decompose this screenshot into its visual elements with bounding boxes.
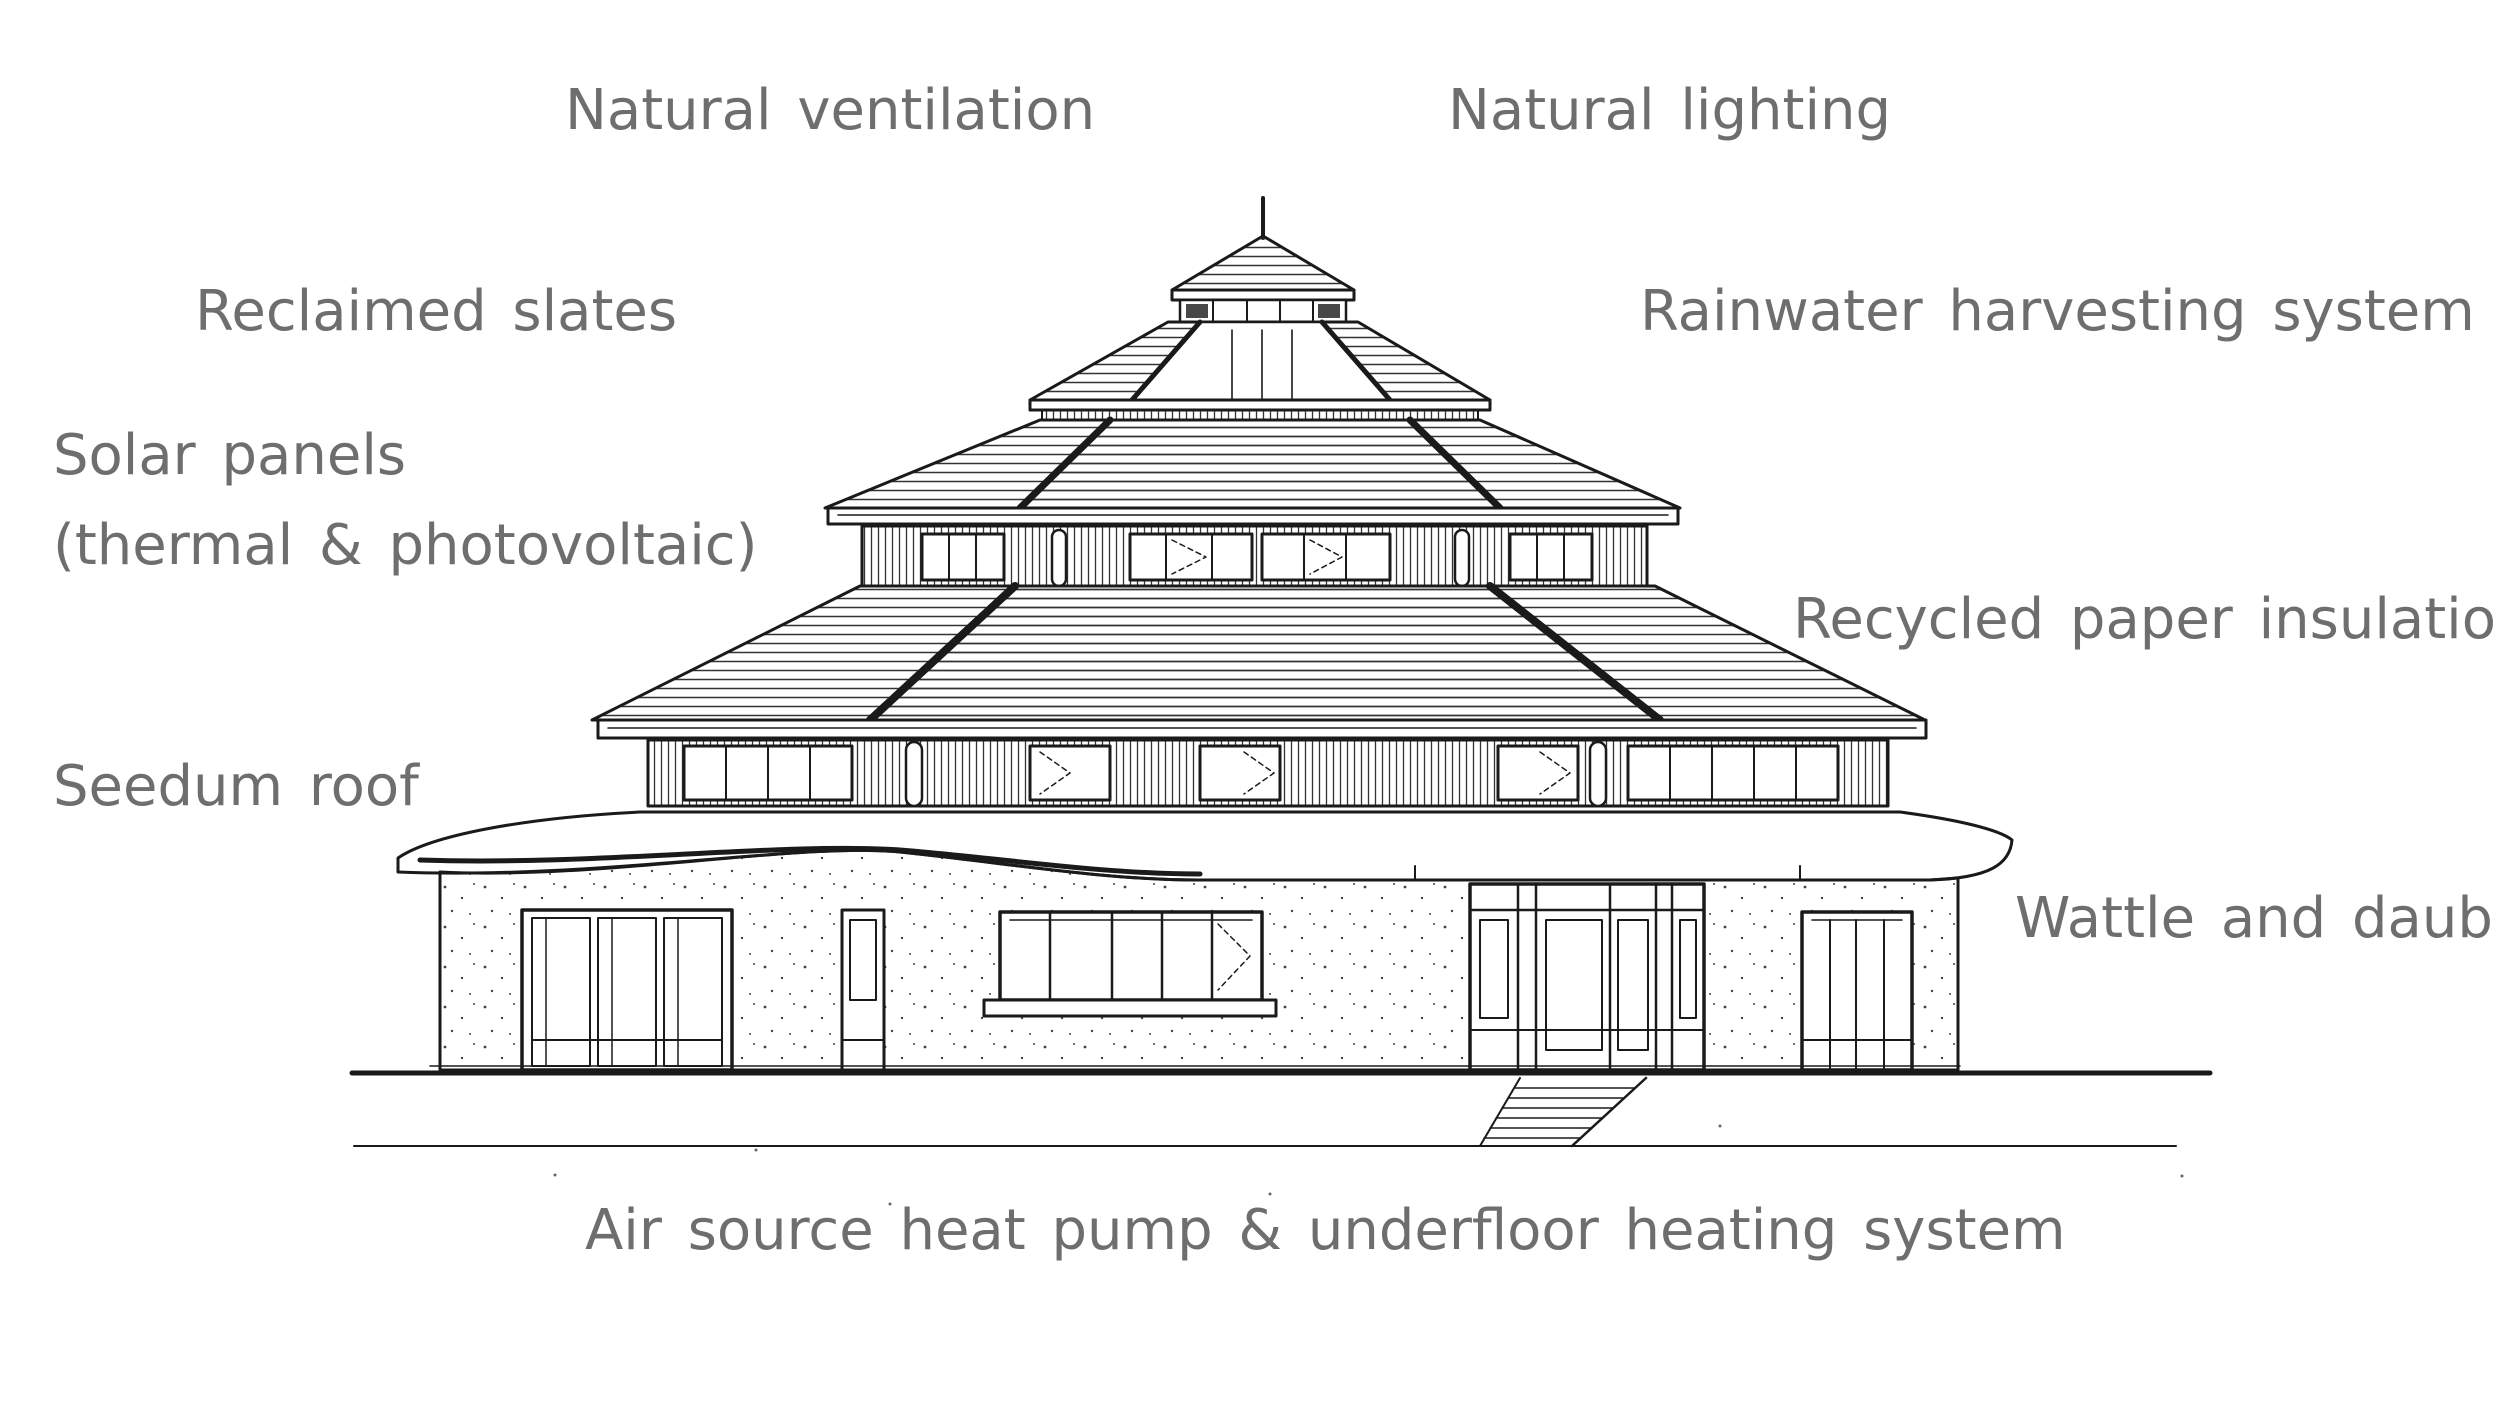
roof-tier-2: [823, 416, 1682, 526]
label-reclaimed-slates: Reclaimed slates: [195, 279, 678, 344]
clerestory-band-lower: [646, 738, 1890, 808]
label-solar-panels-type: (thermal & photovoltaic): [53, 513, 758, 578]
roof-tier-3: [1028, 319, 1492, 421]
label-natural-lighting: Natural lighting: [1448, 78, 1892, 143]
label-wattle-and-daub: Wattle and daub: [2015, 886, 2493, 951]
label-air-source-heat-pump: Air source heat pump & underfloor heatin…: [585, 1198, 2066, 1263]
ground-floor-wall: [438, 848, 1960, 1072]
label-natural-ventilation: Natural ventilation: [565, 78, 1096, 143]
clerestory-band-upper: [860, 524, 1649, 588]
label-solar-panels: Solar panels: [53, 423, 407, 488]
ground-and-steps: [349, 1065, 2213, 1206]
roof-tier-1: [590, 582, 1928, 740]
lantern: [1170, 196, 1356, 324]
label-rainwater-harvesting: Rainwater harvesting system: [1640, 279, 2475, 344]
label-recycled-paper-insulation: Recycled paper insulation: [1793, 587, 2500, 652]
label-seedum-roof: Seedum roof: [53, 754, 419, 819]
